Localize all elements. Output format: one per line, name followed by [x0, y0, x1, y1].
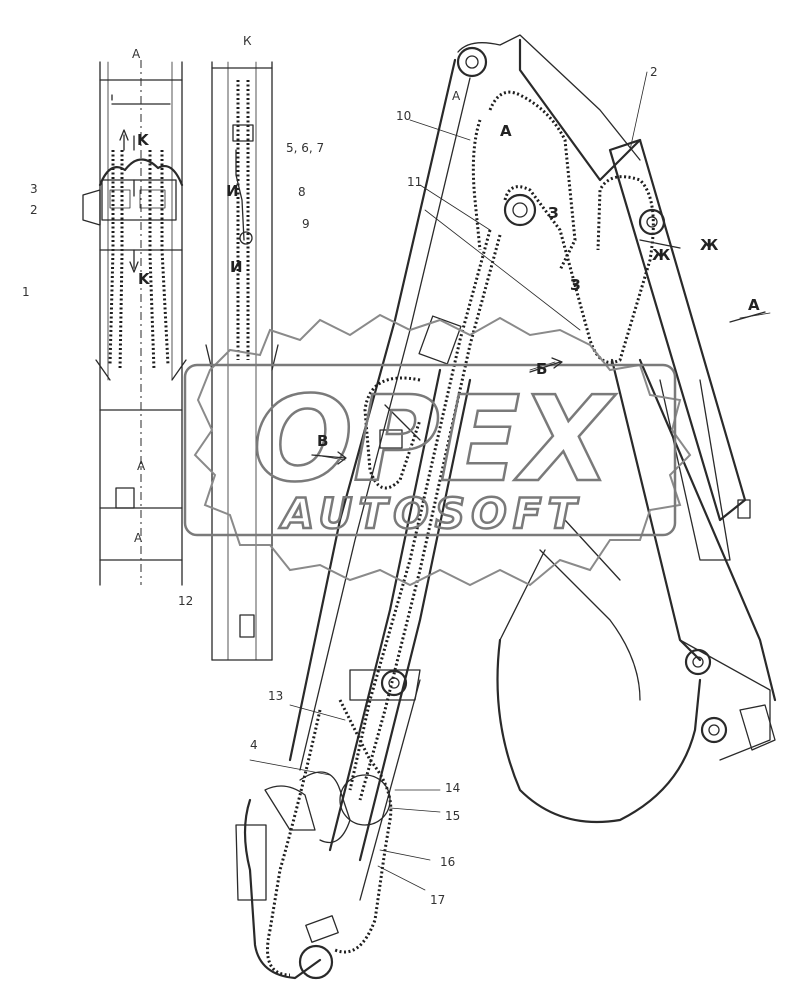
label-part-15: 15	[445, 809, 460, 823]
mark-k-top: К	[243, 34, 252, 48]
watermark-sub: AUTOSOFT	[279, 489, 582, 538]
label-part-2: 2	[30, 203, 38, 217]
mark-k-lower: K	[138, 270, 151, 288]
mark-a-top-left: A	[132, 47, 141, 61]
mark-v-left: В	[317, 432, 328, 450]
main-boom-assembly	[235, 34, 777, 980]
mark-z-1: З	[548, 204, 559, 222]
watermark-brand: OPEX	[253, 370, 616, 508]
view-k-k	[205, 61, 279, 661]
label-part-5-6-7: 5, 6, 7	[286, 141, 324, 155]
label-part-17: 17	[430, 893, 445, 907]
mark-k-upper: K	[137, 131, 150, 149]
mark-a-boom-2: A	[500, 122, 512, 140]
mark-a-boom-1: A	[452, 89, 461, 103]
mark-a-bottom-left: A	[134, 531, 143, 545]
mark-i-lower: И	[230, 258, 243, 276]
label-part-2b: 2	[650, 65, 658, 79]
section-arrows	[119, 129, 766, 465]
label-part-9: 9	[302, 217, 310, 231]
mark-i-upper: И	[226, 182, 239, 200]
mark-zh-2: Ж	[652, 246, 671, 264]
mark-z-2: З	[570, 276, 581, 294]
view-marks: A A A К K K И И A A A З З Ж Ж Б В	[132, 34, 760, 545]
label-part-13: 13	[268, 689, 283, 703]
label-part-10: 10	[396, 109, 411, 123]
label-part-14: 14	[445, 781, 460, 795]
label-part-4: 4	[250, 738, 258, 752]
label-part-8: 8	[298, 185, 306, 199]
label-part-12: 12	[178, 594, 193, 608]
watermark: OPEX AUTOSOFT	[183, 313, 692, 587]
label-part-16: 16	[440, 855, 455, 869]
mark-a-right: A	[748, 296, 760, 314]
label-part-3: 3	[30, 182, 38, 196]
mark-a-mid-left: A	[137, 459, 146, 473]
label-part-1: 1	[22, 285, 30, 299]
label-part-11: 11	[407, 175, 422, 189]
part-labels: 3 2 1 5, 6, 7 8 9 12 10 11 2 13 4 14 15 …	[22, 65, 658, 907]
mark-b-mid: Б	[536, 360, 547, 378]
mark-zh-1: Ж	[700, 236, 719, 254]
view-a-a	[82, 60, 187, 586]
